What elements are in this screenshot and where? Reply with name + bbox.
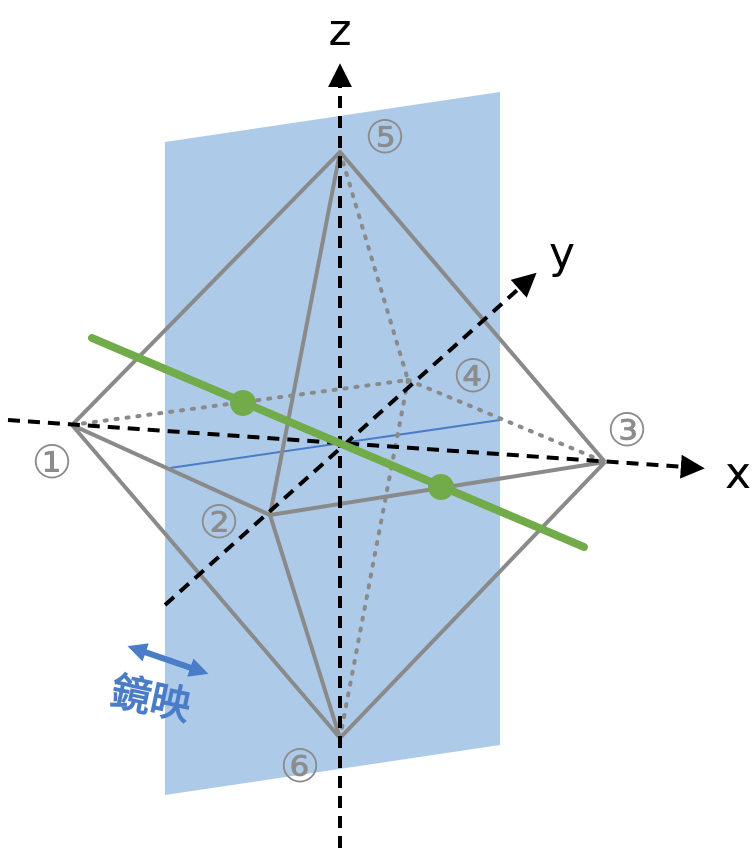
- y-axis-label: y: [549, 228, 575, 279]
- x-axis-label: x: [725, 448, 751, 499]
- vertex-label-6: ⑥: [279, 739, 320, 793]
- rotation-axis-point-back: [428, 474, 454, 500]
- z-axis-label: z: [328, 5, 351, 56]
- rotation-axis-point-front: [230, 390, 256, 416]
- rotation-axis: [88, 334, 588, 551]
- y-axis: [163, 272, 537, 607]
- mirror-double-arrow: [127, 643, 209, 677]
- visible-edges: [70, 150, 607, 740]
- x-axis: [7, 418, 705, 479]
- vertex-label-4: ④: [452, 349, 493, 403]
- coordinate-axes: [7, 63, 705, 848]
- vertex-label-1: ①: [31, 435, 72, 489]
- vertex-label-5: ⑤: [364, 110, 405, 164]
- vertex-label-3: ③: [606, 403, 647, 457]
- hidden-edges: [70, 150, 607, 740]
- vertex-label-2: ②: [198, 495, 239, 549]
